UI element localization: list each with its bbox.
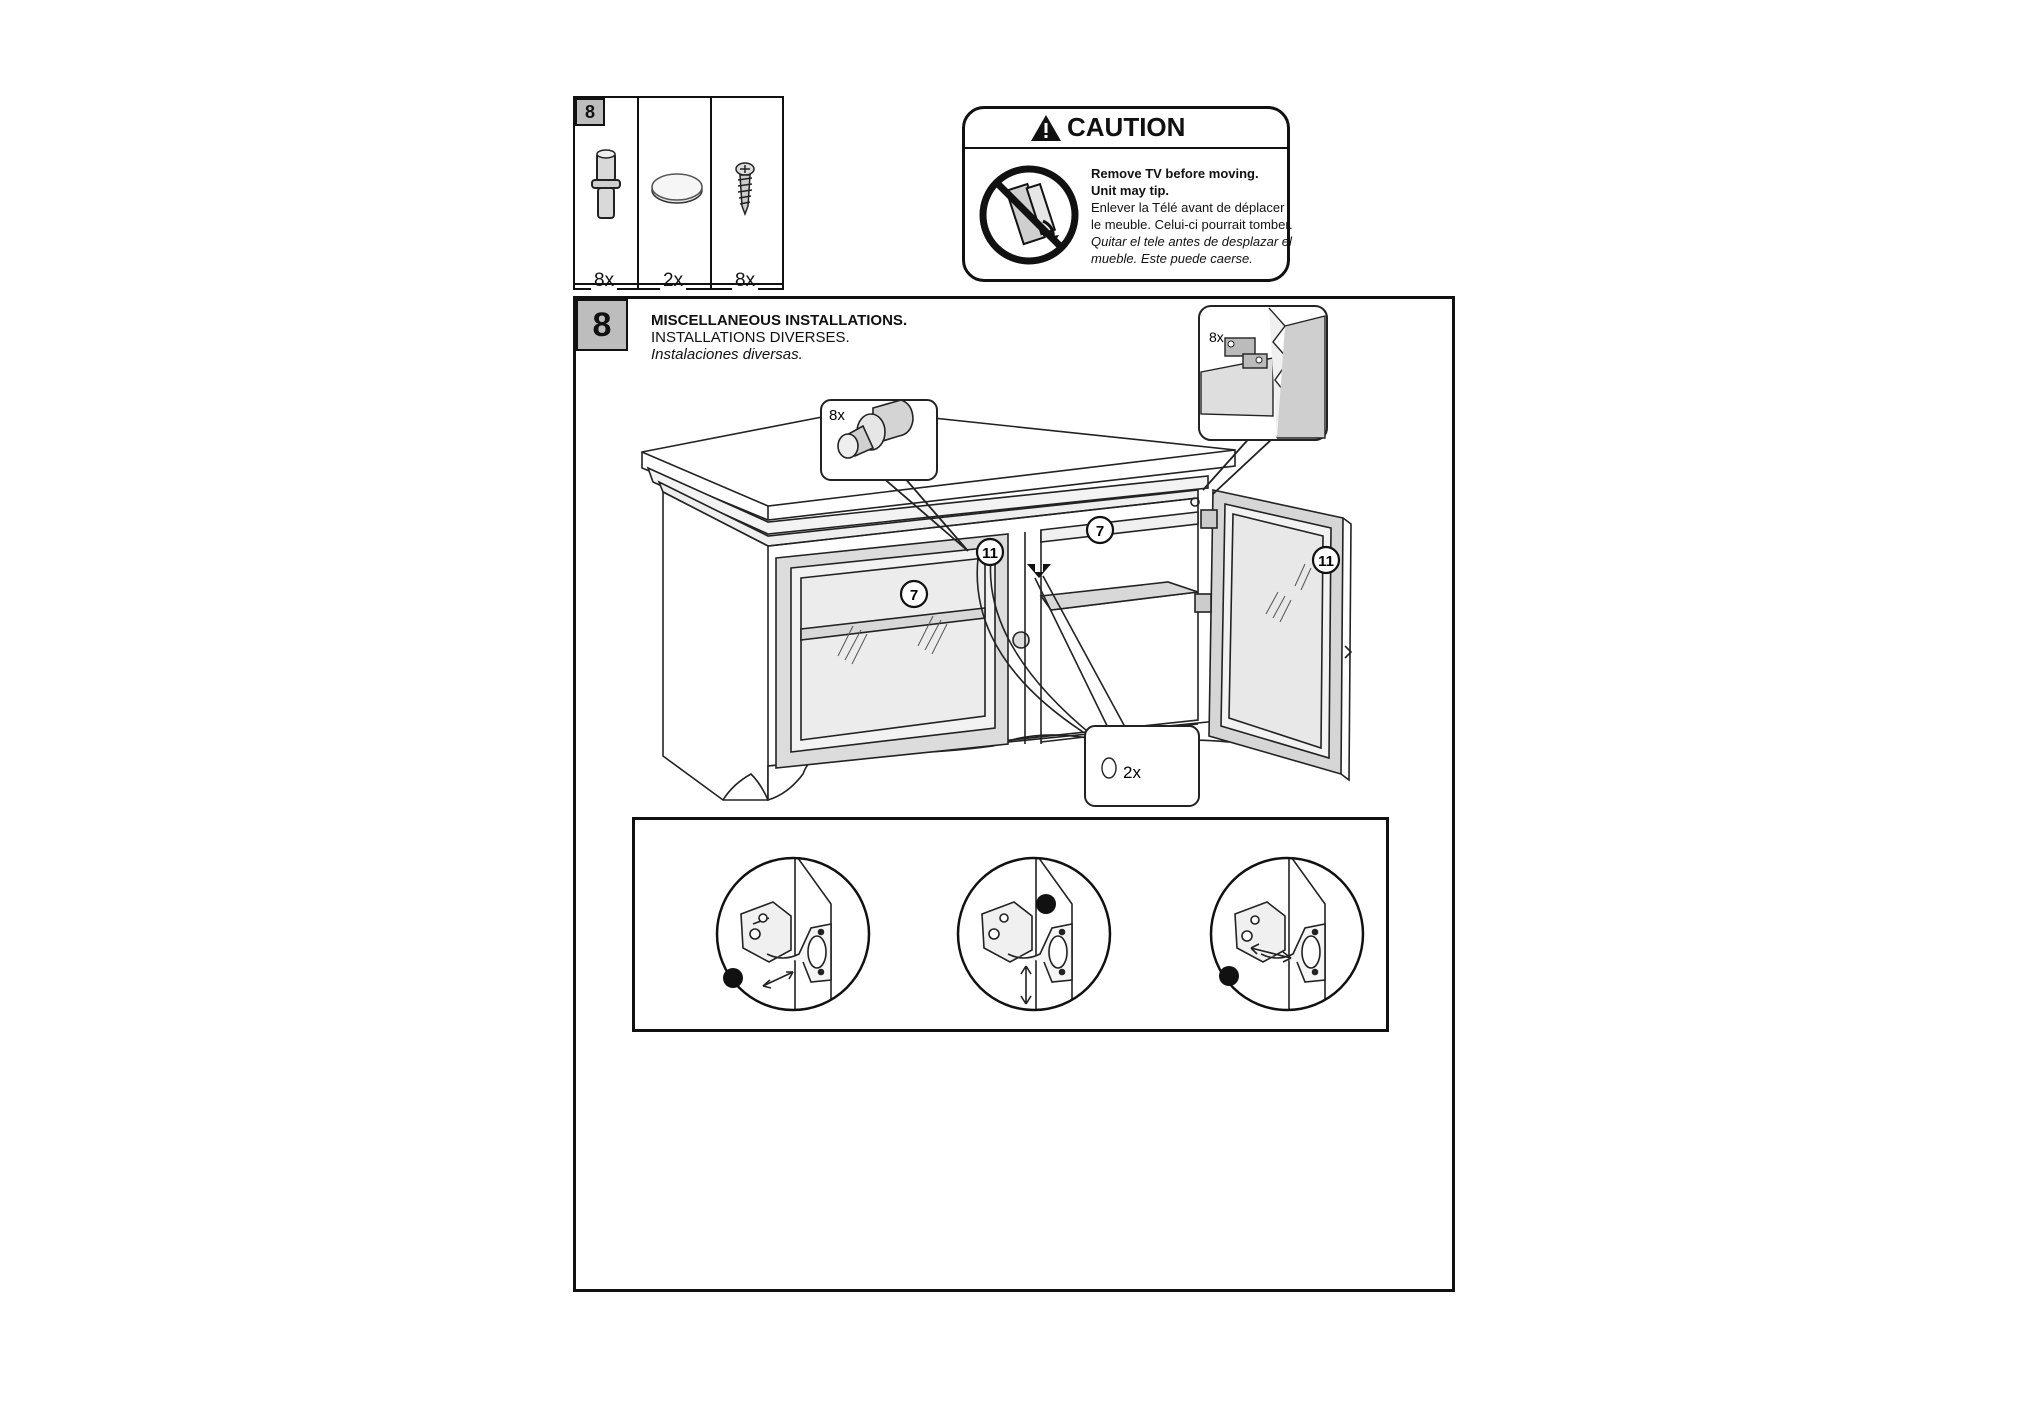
part-label-door-right: 11 [1318, 553, 1334, 570]
tv-stand-illustration: 8x 8x 2x 7 7 11 11 [573, 296, 1455, 816]
caution-line-3: Enlever la Télé avant de déplacer [1091, 199, 1293, 216]
parts-box: 8 8x 2x 8x [573, 96, 784, 290]
hinge-height-adjust-icon [954, 854, 1114, 1014]
svg-text:2x: 2x [1123, 763, 1141, 782]
parts-qty-3: 8x [732, 270, 758, 292]
warning-triangle-icon [1029, 113, 1063, 143]
hinge-depth-adjust-icon [1207, 854, 1367, 1014]
parts-qty-1: 8x [591, 270, 617, 292]
parts-step-number: 8 [575, 98, 605, 126]
no-tv-tip-icon [977, 163, 1081, 267]
caution-text: Remove TV before moving. Unit may tip. E… [1091, 165, 1293, 267]
part-label-door-left: 11 [982, 545, 998, 562]
svg-text:8x: 8x [1209, 329, 1224, 345]
shelf-pin-icon [587, 148, 627, 228]
svg-text:8x: 8x [829, 407, 845, 424]
caution-line-6: mueble. Este puede caerse. [1091, 250, 1293, 267]
bumper-pad-icon [649, 168, 705, 208]
parts-qty-2: 2x [660, 270, 686, 292]
caution-title: CAUTION [1067, 112, 1185, 143]
hinge-adjustment-panel [632, 817, 1389, 1032]
caution-line-4: le meuble. Celui-ci pourrait tomber. [1091, 216, 1293, 233]
screw-icon [730, 162, 760, 218]
part-label-shelf-left: 7 [910, 587, 918, 604]
part-label-shelf-right: 7 [1096, 523, 1104, 540]
hinge-side-adjust-icon [713, 854, 873, 1014]
caution-line-1: Remove TV before moving. [1091, 165, 1293, 182]
caution-line-2: Unit may tip. [1091, 182, 1293, 199]
caution-label: CAUTION Remove TV before moving. Unit ma… [962, 106, 1290, 282]
caution-line-5: Quitar el tele antes de desplazar el [1091, 233, 1293, 250]
